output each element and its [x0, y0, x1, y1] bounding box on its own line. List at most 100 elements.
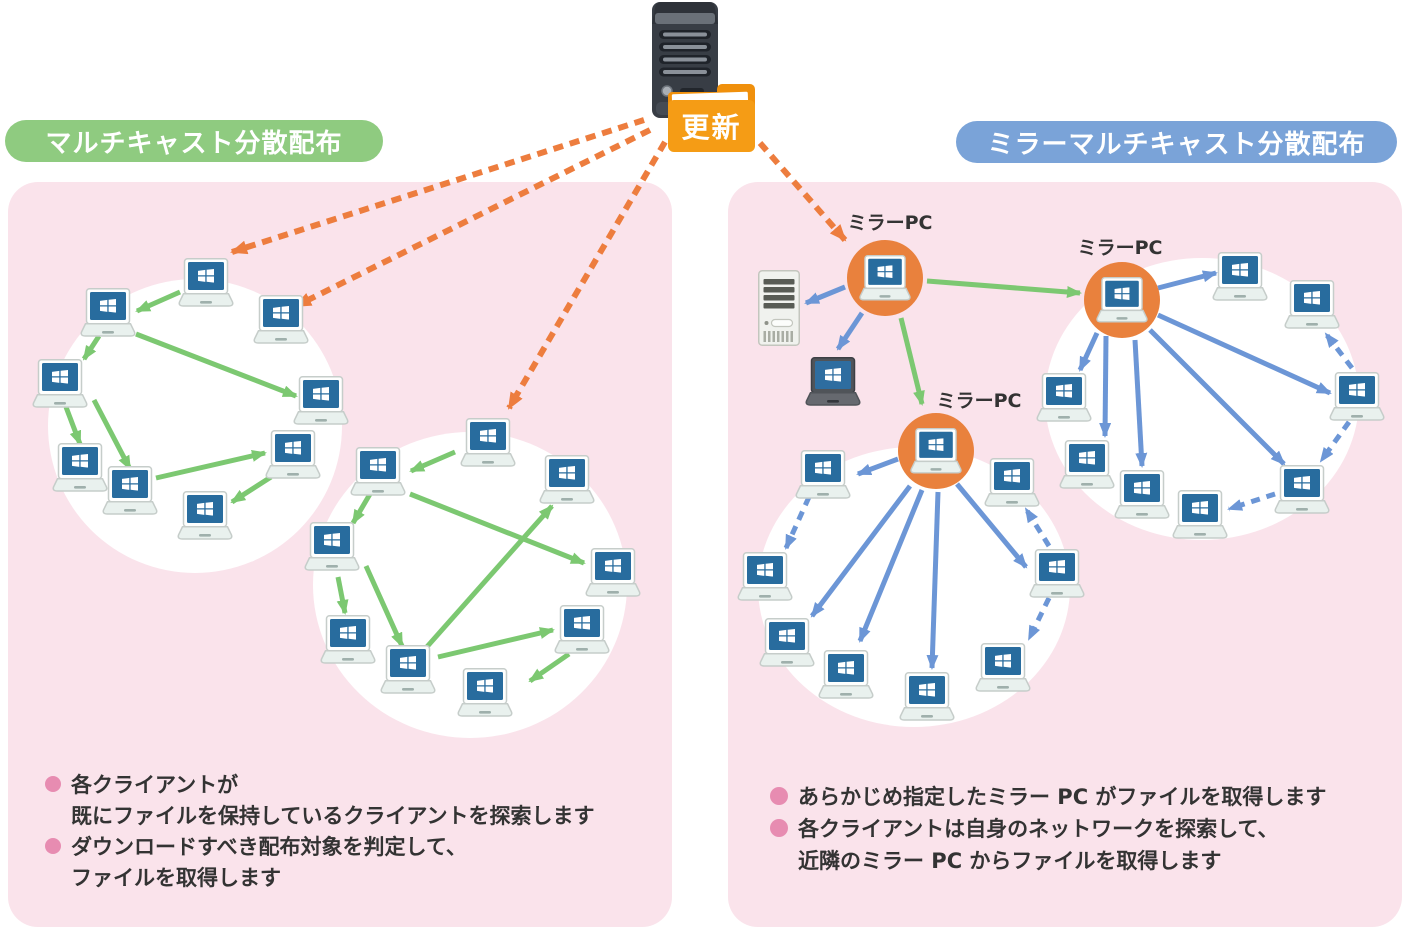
client-pc-icon	[1030, 550, 1084, 597]
mirror-pc-icon	[1097, 278, 1147, 322]
green-transfer-arrow	[335, 576, 349, 615]
blue-dashed-transfer-arrow	[1324, 332, 1354, 370]
client-pc-icon	[305, 523, 359, 570]
note-line: 既にファイルを保持しているクライアントを探索します	[45, 799, 595, 830]
client-pc-icon	[1115, 471, 1169, 518]
bullet-icon	[45, 775, 61, 792]
green-transfer-arrow	[409, 449, 456, 474]
orange-update-arrow	[757, 141, 848, 242]
client-pc-icon	[33, 360, 87, 407]
orange-update-arrow	[506, 140, 668, 410]
client-pc-icon	[1213, 253, 1267, 300]
note-line: 各クライアントが	[45, 768, 595, 799]
orange-update-arrow	[294, 127, 652, 309]
note-line: 各クライアントは自身のネットワークを探索して、	[770, 812, 1326, 844]
green-transfer-arrow	[350, 492, 373, 525]
green-transfer-arrow	[135, 289, 182, 314]
bullet-icon	[770, 819, 788, 837]
note-text: ファイルを取得します	[71, 865, 281, 890]
note-text: 既にファイルを保持しているクライアントを探索します	[71, 803, 595, 828]
blue-transfer-arrow	[955, 482, 1028, 569]
update-folder: 更新	[668, 84, 755, 152]
green-transfer-arrow	[135, 331, 298, 399]
client-pc-icon	[976, 644, 1030, 691]
blue-transfer-arrow	[835, 311, 865, 351]
blue-dashed-transfer-arrow	[1318, 420, 1352, 463]
client-pc-icon	[321, 616, 375, 663]
blue-transfer-arrow	[1077, 331, 1100, 372]
client-pc-icon	[294, 377, 348, 424]
client-pc-icon	[179, 259, 233, 306]
green-transfer-arrow	[437, 627, 555, 660]
client-pc-icon	[1330, 373, 1384, 420]
note-line: ファイルを取得します	[45, 861, 595, 892]
client-pc-icon	[540, 456, 594, 503]
client-pc-icon	[266, 431, 320, 478]
update-server-icon	[652, 2, 718, 118]
tower-server-icon	[758, 270, 800, 346]
client-pc-icon	[1173, 491, 1227, 538]
client-pc-icon	[1037, 374, 1091, 421]
blue-transfer-arrow	[1099, 335, 1112, 438]
mirror-pc-label: ミラーPC	[1078, 237, 1163, 259]
green-transfer-arrow	[926, 278, 1082, 298]
note-text: あらかじめ指定したミラー PC がファイルを取得します	[798, 785, 1327, 809]
multicast-notes: 各クライアントが 既にファイルを保持しているクライアントを探索します ダウンロー…	[45, 768, 595, 892]
green-transfer-arrow	[91, 398, 133, 471]
blue-transfer-arrow	[804, 284, 846, 306]
client-pc-icon	[796, 451, 850, 498]
client-pc-icon	[555, 606, 609, 653]
mirror-pc-icon	[860, 256, 910, 300]
green-transfer-arrow	[898, 317, 925, 406]
client-pc-icon	[985, 459, 1039, 506]
mirror-pc-label: ミラーPC	[937, 390, 1022, 412]
blue-transfer-arrow	[1157, 270, 1218, 291]
green-transfer-arrow	[230, 474, 273, 505]
note-text: ダウンロードすべき配布対象を判定して、	[71, 834, 467, 859]
blue-transfer-arrow	[856, 456, 899, 477]
blue-transfer-arrow	[857, 489, 925, 643]
multicast-title-pill: マルチキャスト分散配布	[5, 120, 383, 162]
note-text: 各クライアントが	[71, 772, 239, 797]
client-pc-icon	[458, 669, 512, 716]
client-pc-icon	[819, 651, 873, 698]
green-transfer-arrow	[81, 334, 102, 361]
client-pc-icon	[381, 646, 435, 693]
blue-transfer-arrow	[926, 491, 941, 670]
update-folder-label: 更新	[681, 111, 741, 144]
bullet-icon	[770, 787, 788, 805]
client-pc-icon	[1285, 281, 1339, 328]
dark-laptop-icon	[806, 358, 860, 405]
client-pc-icon	[760, 619, 814, 666]
green-transfer-arrow	[155, 450, 267, 481]
blue-transfer-arrow	[1156, 312, 1332, 396]
note-line: あらかじめ指定したミラー PC がファイルを取得します	[770, 780, 1326, 812]
mirror-pc-icon	[911, 429, 961, 473]
green-transfer-arrow	[423, 504, 554, 651]
client-pc-icon	[586, 549, 640, 596]
note-line: 近隣のミラー PC からファイルを取得します	[770, 844, 1326, 876]
blue-dashed-transfer-arrow	[1227, 491, 1276, 512]
blue-transfer-arrow	[1132, 339, 1148, 468]
blue-transfer-arrow	[1148, 328, 1286, 466]
client-pc-icon	[1275, 466, 1329, 513]
green-transfer-arrow	[63, 406, 83, 446]
bullet-icon	[45, 837, 61, 854]
client-pc-icon	[461, 419, 515, 466]
mirror-notes: あらかじめ指定したミラー PC がファイルを取得します 各クライアントは自身のネ…	[770, 780, 1326, 876]
note-line: ダウンロードすべき配布対象を判定して、	[45, 830, 595, 861]
blue-dashed-transfer-arrow	[1023, 507, 1052, 548]
green-transfer-arrow	[528, 651, 571, 684]
client-pc-icon	[178, 492, 232, 539]
client-pc-icon	[351, 448, 405, 495]
note-text: 各クライアントは自身のネットワークを探索して、	[798, 817, 1279, 841]
client-pc-icon	[53, 444, 107, 491]
blue-transfer-arrow	[810, 484, 912, 618]
client-pc-icon	[1060, 441, 1114, 488]
client-pc-icon	[900, 673, 954, 720]
client-pc-icon	[103, 467, 157, 514]
note-text: 近隣のミラー PC からファイルを取得します	[798, 849, 1222, 873]
orange-update-arrow	[230, 117, 645, 255]
